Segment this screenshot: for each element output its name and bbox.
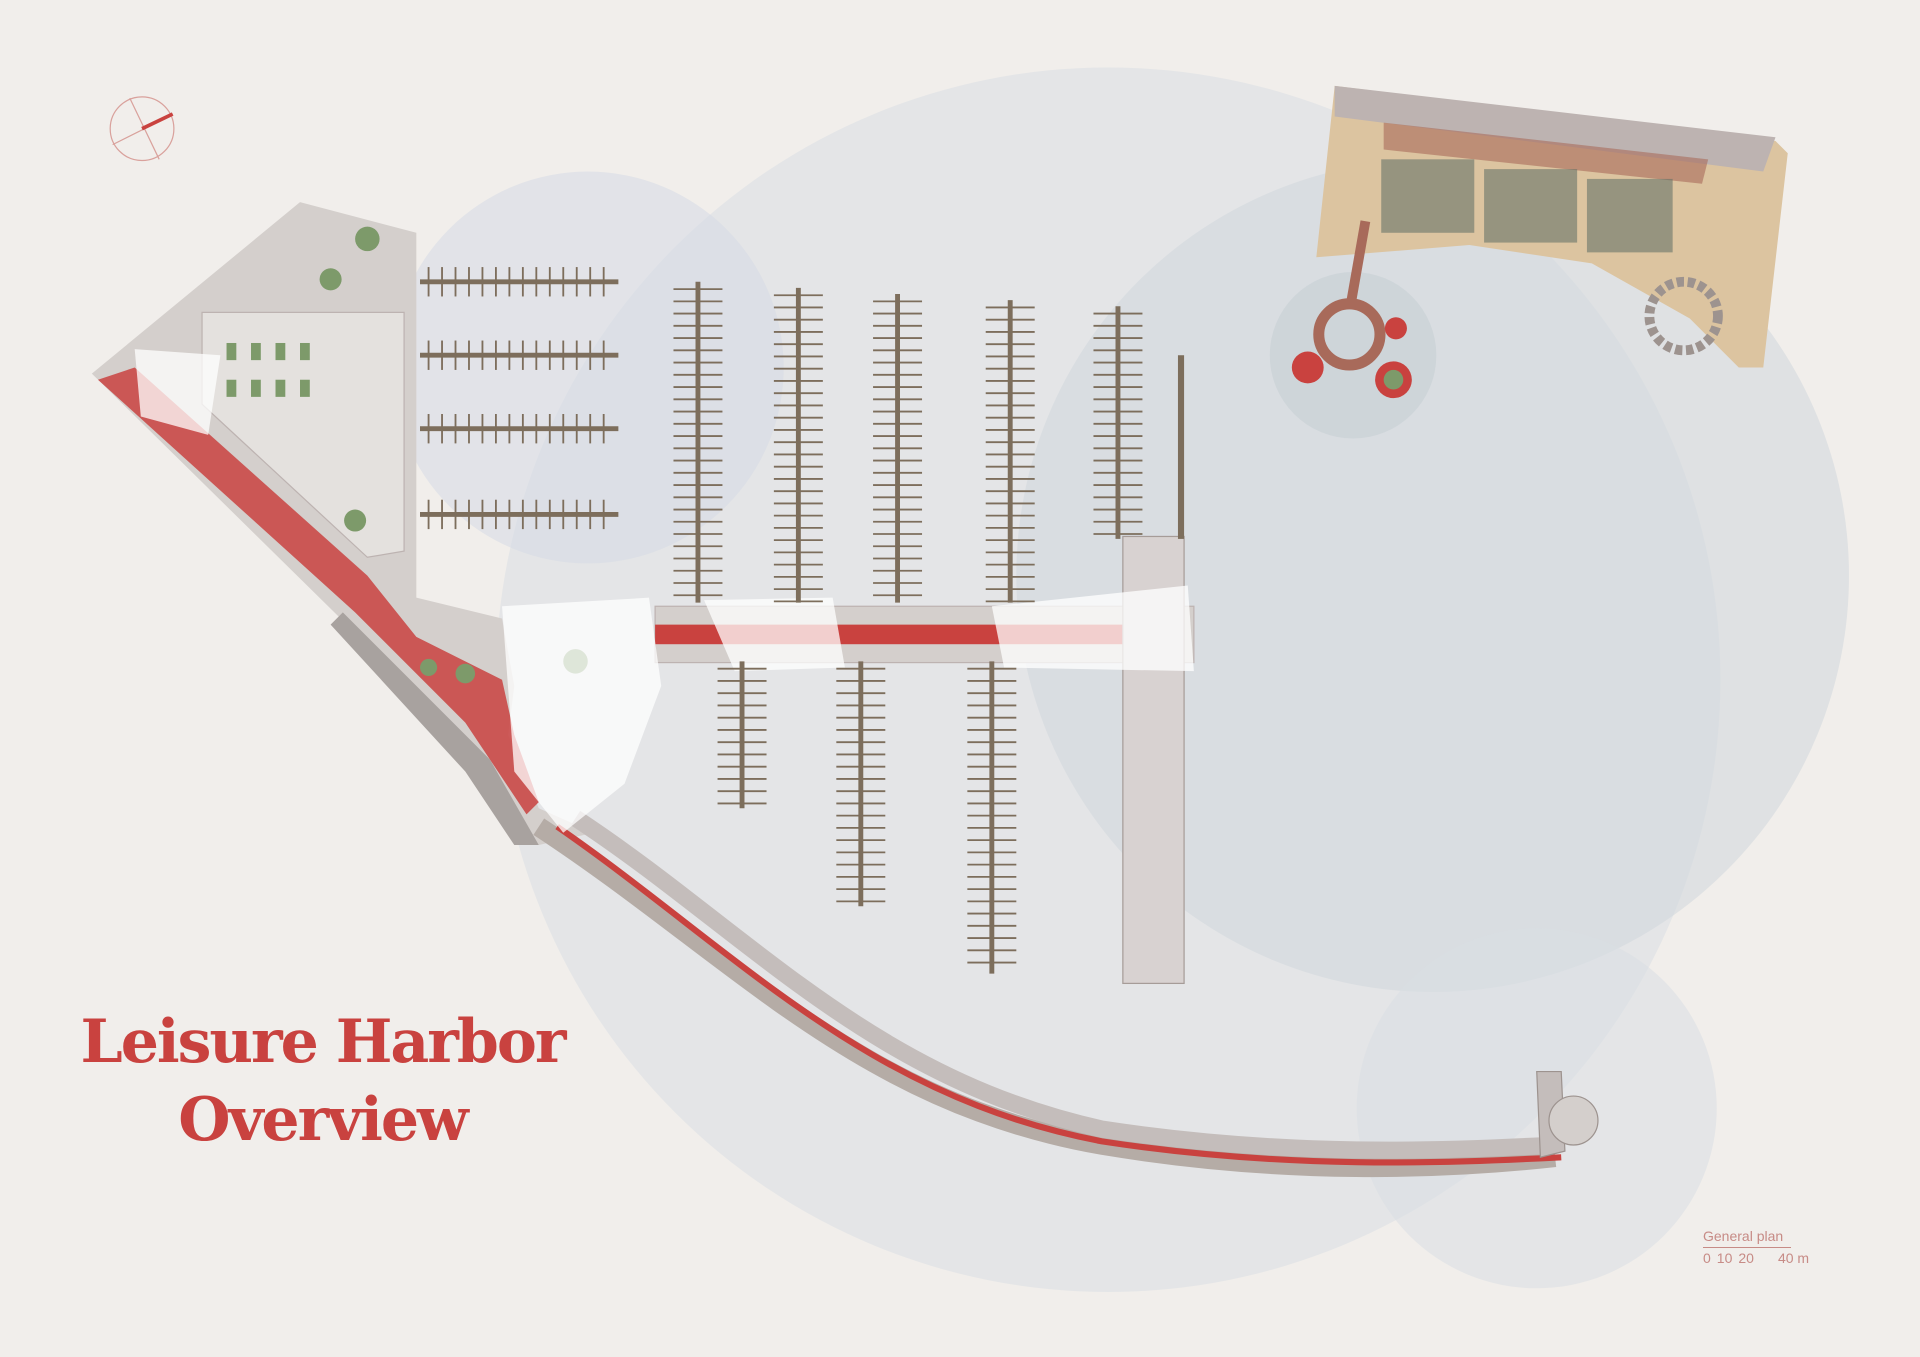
- piers: [134, 349, 1195, 985]
- zone-circle-southeast: [1356, 928, 1717, 1289]
- sunbed-grids: [1381, 159, 1673, 253]
- east-jetty: [1177, 355, 1185, 539]
- title-line-2: Overview: [178, 1085, 468, 1155]
- breakwater-walkway: [570, 810, 1556, 1159]
- compass: [109, 96, 175, 162]
- lighthouse: [1548, 1095, 1599, 1146]
- breakwater-rocks: [533, 818, 1557, 1178]
- scale-tick: 20: [1738, 1250, 1754, 1266]
- scale-tick: 40 m: [1777, 1250, 1810, 1266]
- north-arrow-icon: [141, 112, 174, 131]
- beach-club: [1291, 85, 1788, 399]
- zone-circle-west: [391, 171, 784, 564]
- scale-tick: 10: [1716, 1250, 1733, 1266]
- island-pod: [1384, 317, 1407, 340]
- beach-amphitheater: [1644, 276, 1723, 356]
- docks: [420, 267, 1143, 974]
- island-pod: [1291, 351, 1324, 384]
- zone-circle-east: [1016, 159, 1849, 992]
- scale-label: General plan: [1703, 1228, 1784, 1244]
- island-ring: [1313, 298, 1386, 371]
- compass-ring: [109, 96, 175, 162]
- island-tree: [1383, 369, 1404, 390]
- breakwater: [533, 810, 1599, 1178]
- scale-line: [1703, 1247, 1791, 1248]
- rock-edge: [330, 612, 539, 846]
- breakwater-red-path: [555, 824, 1562, 1166]
- island-bridge: [1345, 220, 1371, 307]
- beach-boardwalk: [1383, 122, 1709, 184]
- scale-bar: General plan 0 10 20 40 m: [1703, 1228, 1815, 1266]
- scale-tick: 0: [1703, 1250, 1711, 1266]
- beach-promenade: [1334, 85, 1776, 172]
- title-line-1: Leisure Harbor: [80, 1007, 567, 1077]
- canopies: [134, 349, 1194, 833]
- red-promenade: [97, 367, 539, 815]
